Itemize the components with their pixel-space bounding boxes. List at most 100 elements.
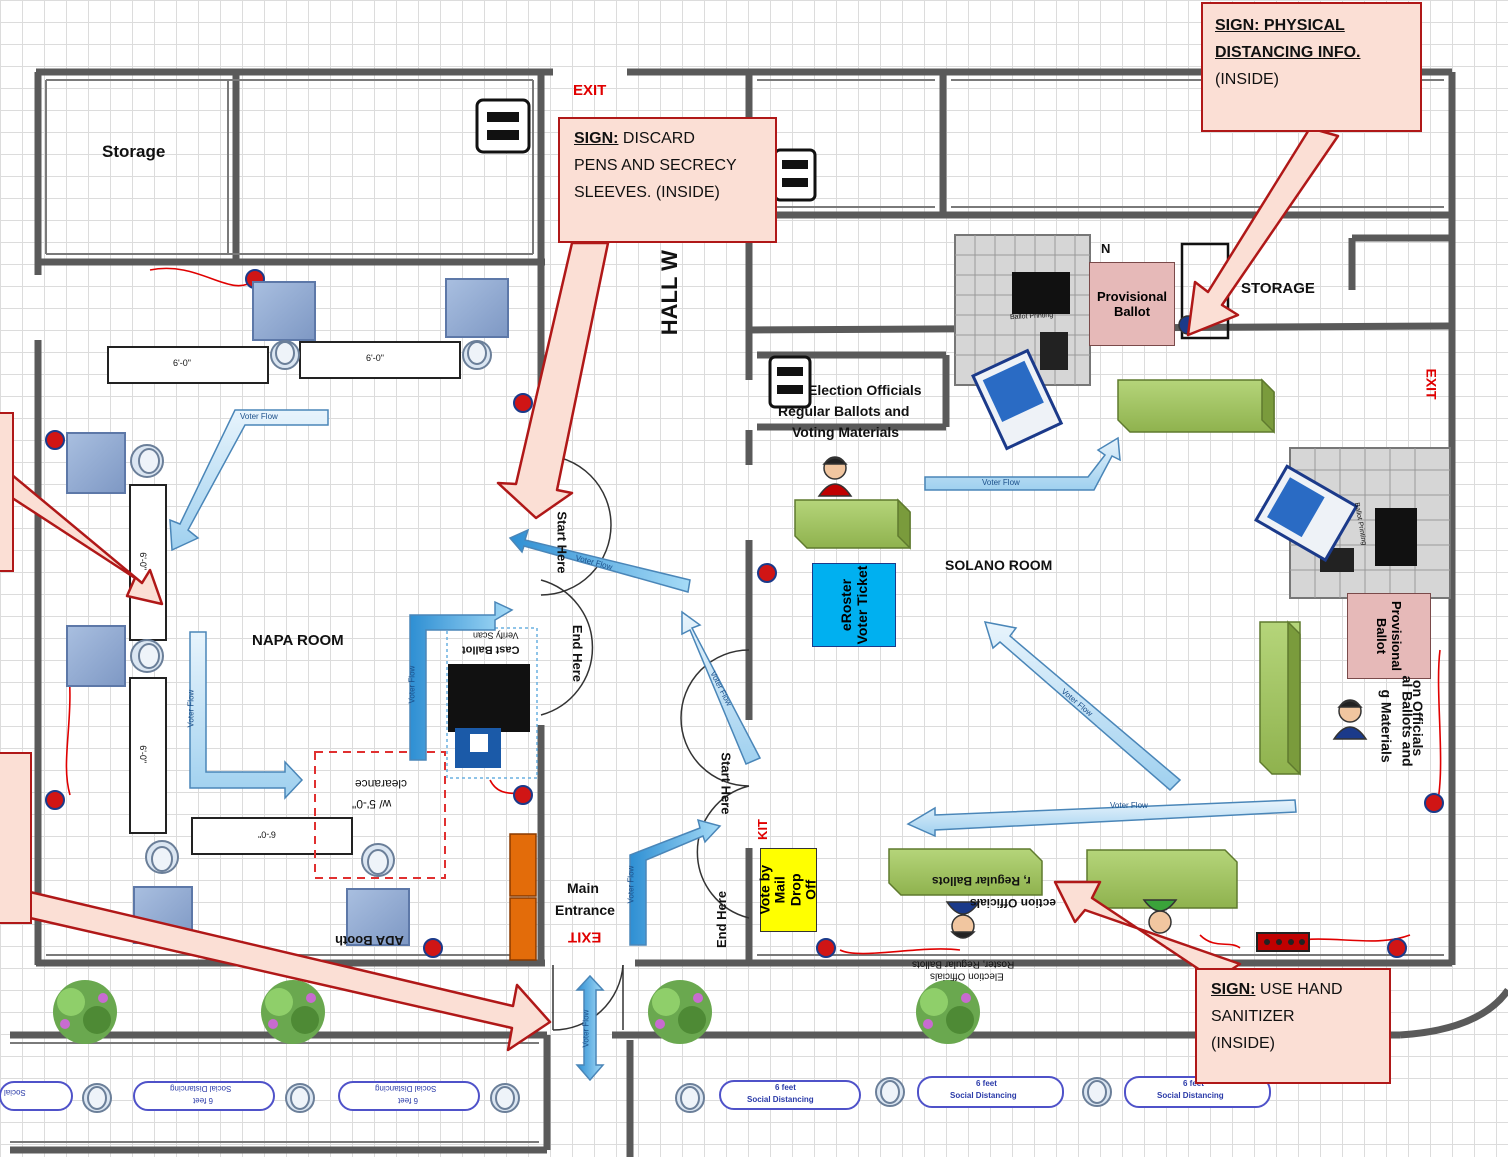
distancing-partial: Social: [4, 1088, 26, 1098]
callout-discard-line1: DISCARD: [622, 130, 695, 147]
flow-label-1: Voter Flow: [240, 412, 278, 421]
exit-mail-label: KIT: [755, 818, 771, 840]
callout-sanitizer-line2: SANITIZER: [1211, 1008, 1295, 1025]
start-here-bottom: Start Here: [718, 752, 734, 815]
dim-top-1: 6'-0": [173, 358, 191, 368]
callout-sanitizer-line3: (INSIDE): [1211, 1035, 1275, 1052]
officials: [817, 315, 1368, 939]
distancing-markers: [0, 1076, 1271, 1111]
callout-sanitizer-line1: USE HAND: [1259, 981, 1343, 998]
callout-physical-title-a: SIGN: PHYSICAL: [1215, 17, 1345, 34]
callout-physical-note: (INSIDE): [1215, 71, 1279, 88]
callout-discard-line3: SLEEVES. (INSIDE): [574, 184, 720, 201]
distancing-1-line2: Social Distancing: [170, 1084, 232, 1094]
provisional-ballot-right-text: Provisional Ballot: [1374, 600, 1404, 672]
officials-right-line3: g Materials: [1378, 689, 1395, 763]
exit-top-label: EXIT: [573, 82, 607, 99]
callout-left-partial-2: [0, 752, 32, 924]
people: [82, 340, 1112, 1113]
solano-room-label: SOLANO ROOM: [945, 557, 1053, 573]
main-entrance-line2: Entrance: [555, 902, 615, 918]
distancing-4-line2: Social Distancing: [950, 1091, 1017, 1100]
callout-discard-line2: PENS AND SECRECY: [574, 157, 737, 174]
officials-regular-line2: Regular Ballots and: [778, 403, 910, 419]
callout-arrows: [0, 126, 1340, 1052]
distancing-1-line1: 6 feet: [193, 1096, 214, 1106]
orange-panel-2: [509, 897, 537, 961]
dimension-bars: [107, 341, 461, 855]
callout-discard-pens: SIGN: DISCARD PENS AND SECRECY SLEEVES. …: [558, 117, 777, 243]
stanchion-barrier: [1256, 932, 1310, 952]
restroom-sign-2: [773, 148, 817, 202]
officials-regular-line1: Election Officials: [808, 382, 922, 398]
mail-dropoff-text: Vote by Mail Drop Off: [756, 865, 819, 915]
distancing-4-line1: 6 feet: [976, 1079, 997, 1088]
storage-left-label: Storage: [102, 142, 166, 161]
mail-dropoff-station: Vote by Mail Drop Off: [756, 848, 819, 932]
dim-bottom: 6'-0": [258, 829, 276, 840]
outlets: [45, 269, 1444, 958]
verify-scan-label: Verify Scan: [473, 630, 519, 641]
ada-clearance-line1: w/ 5'-0": [352, 796, 392, 811]
end-here-top: End Here: [570, 624, 586, 683]
distancing-3-line2: Social Distancing: [747, 1095, 814, 1104]
officials-right-line2: al Ballots and: [1399, 675, 1416, 767]
solano-tables: [794, 378, 1301, 909]
officials-outside-line1: Roster, Regular Ballots: [912, 958, 1015, 970]
callout-left-partial-1: [0, 412, 14, 572]
restroom-sign-1: [475, 98, 531, 154]
provisional-ballot-top: Provisional Ballot: [1089, 262, 1175, 346]
officials-bottom-line1: r, Regular Ballots: [932, 873, 1031, 888]
officials-regular-line3: Voting Materials: [792, 424, 900, 440]
callout-hand-sanitizer: SIGN: USE HAND SANITIZER (INSIDE): [1195, 968, 1391, 1084]
distancing-5-line1: 6 feet: [1183, 1079, 1204, 1088]
flow-label-3: Voter Flow: [407, 665, 417, 704]
officials-bottom-line2: ection Officials: [970, 895, 1057, 910]
callout-discard-title: SIGN:: [574, 130, 619, 147]
distancing-3-line1: 6 feet: [775, 1083, 796, 1092]
storage-right-label: STORAGE: [1241, 280, 1315, 297]
restroom-sign-3: [768, 355, 812, 409]
flow-label-7: Voter Flow: [982, 478, 1020, 487]
distancing-2-line1: 6 feet: [398, 1096, 419, 1106]
callout-sanitizer-title: SIGN:: [1211, 981, 1256, 998]
main-entrance-line1: Main: [567, 880, 599, 896]
dim-top-2: 6'-0": [366, 353, 384, 363]
napa-desks: [66, 278, 509, 946]
eroster-text: eRoster Voter Ticket: [838, 565, 870, 645]
start-here-top: Start Here: [554, 511, 570, 574]
dim-left-2: 6'-0": [138, 745, 149, 764]
end-here-bottom: End Here: [714, 890, 730, 949]
flow-label-2: Voter Flow: [186, 689, 196, 728]
distancing-2-line2: Social Distancing: [375, 1084, 437, 1094]
provisional-ballot-right: Provisional Ballot: [1347, 593, 1431, 679]
callout-physical-distancing: SIGN: PHYSICAL DISTANCING INFO. (INSIDE): [1201, 2, 1422, 132]
hallway-label: HALL W: [656, 250, 682, 336]
napa-room-label: NAPA ROOM: [252, 632, 344, 649]
provisional-ballot-top-text: Provisional Ballot: [1096, 289, 1168, 319]
flow-label-6: Voter Flow: [626, 865, 636, 904]
ballot-printing-cage-top: [954, 234, 1091, 451]
eroster-station: eRoster Voter Ticket: [812, 563, 896, 647]
cast-ballot-label: Cast Ballot: [462, 643, 520, 656]
officials-outside-line2: Election Officials: [930, 970, 1004, 982]
doors: [540, 454, 750, 1031]
cast-ballot-machine: [446, 627, 538, 779]
flow-label-9: Voter Flow: [1110, 801, 1148, 810]
exit-right-label: EXIT: [1423, 368, 1440, 400]
ada-clearance-box: [314, 751, 446, 879]
flow-label-10: Voter Flow: [581, 1009, 591, 1048]
bushes: [53, 980, 980, 1044]
ada-booth-label: ADA Booth: [335, 932, 404, 948]
orange-panel-1: [509, 833, 537, 897]
ballot-printing-cage-right: [1254, 447, 1451, 599]
ada-clearance-line2: clearance: [355, 776, 408, 791]
distancing-5-line2: Social Distancing: [1157, 1091, 1224, 1100]
dim-left-1: 6'-0": [138, 552, 149, 571]
exit-bottom-label: EXIT: [568, 928, 602, 946]
voter-flow-arrows: [169, 409, 1297, 1082]
callout-physical-title-b: DISTANCING INFO.: [1215, 44, 1361, 61]
north-label: N: [1101, 241, 1111, 256]
